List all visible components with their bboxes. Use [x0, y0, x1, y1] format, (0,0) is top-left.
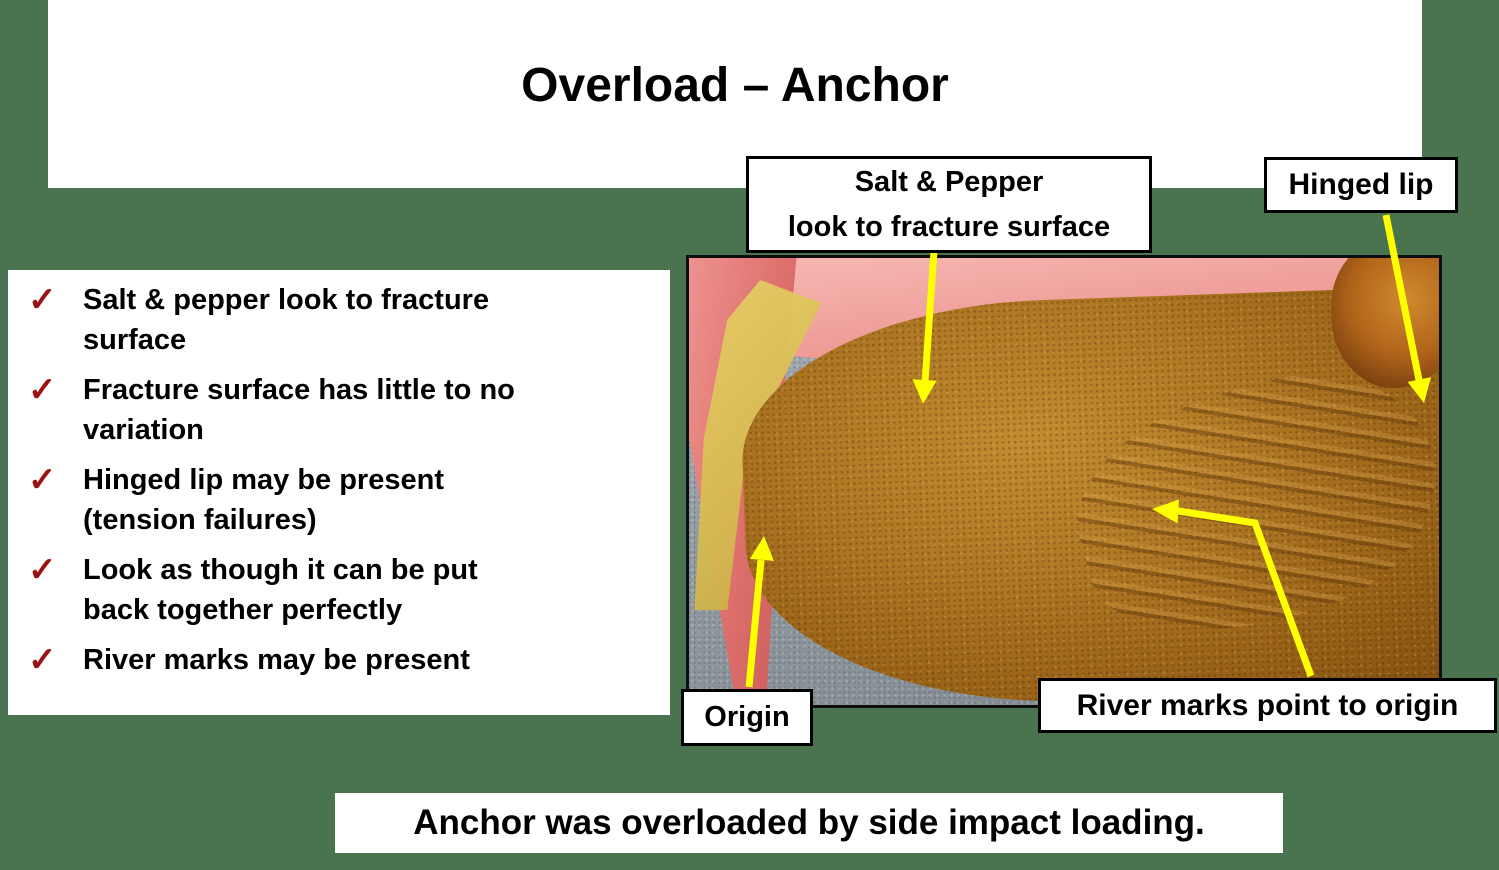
list-item: ✓ River marks may be present	[28, 640, 648, 680]
bullet-text: Look as though it can be put back togeth…	[83, 554, 478, 626]
bullet-text: Salt & pepper look to fracture surface	[83, 284, 490, 356]
slide-title: Overload – Anchor	[521, 59, 949, 112]
bullet-text: Hinged lip may be present (tension failu…	[83, 464, 444, 536]
river-marks-callout: River marks point to origin	[1038, 678, 1497, 733]
list-item: ✓ Salt & pepper look to fracture surface	[28, 280, 648, 360]
bullet-list: ✓ Salt & pepper look to fracture surface…	[28, 280, 648, 690]
bullet-panel: ✓ Salt & pepper look to fracture surface…	[8, 270, 670, 715]
checkmark-icon: ✓	[28, 281, 57, 319]
bullet-text: Fracture surface has little to no variat…	[83, 374, 515, 446]
hinged-lip-callout: Hinged lip	[1264, 157, 1458, 213]
checkmark-icon: ✓	[28, 461, 57, 499]
checkmark-icon: ✓	[28, 551, 57, 589]
origin-callout: Origin	[681, 689, 813, 746]
list-item: ✓ Fracture surface has little to no vari…	[28, 370, 648, 450]
list-item: ✓ Hinged lip may be present (tension fai…	[28, 460, 648, 540]
checkmark-icon: ✓	[28, 641, 57, 679]
slide-caption: Anchor was overloaded by side impact loa…	[335, 793, 1283, 853]
fracture-surface	[737, 285, 1439, 705]
salt-pepper-callout: Salt & Pepper look to fracture surface	[746, 156, 1152, 253]
anchor-photo	[686, 255, 1442, 708]
checkmark-icon: ✓	[28, 371, 57, 409]
list-item: ✓ Look as though it can be put back toge…	[28, 550, 648, 630]
callout-line2: look to fracture surface	[787, 211, 1111, 243]
callout-line1: Salt & Pepper	[854, 166, 1044, 198]
bullet-text: River marks may be present	[83, 644, 470, 676]
title-panel: Overload – Anchor	[48, 0, 1422, 188]
